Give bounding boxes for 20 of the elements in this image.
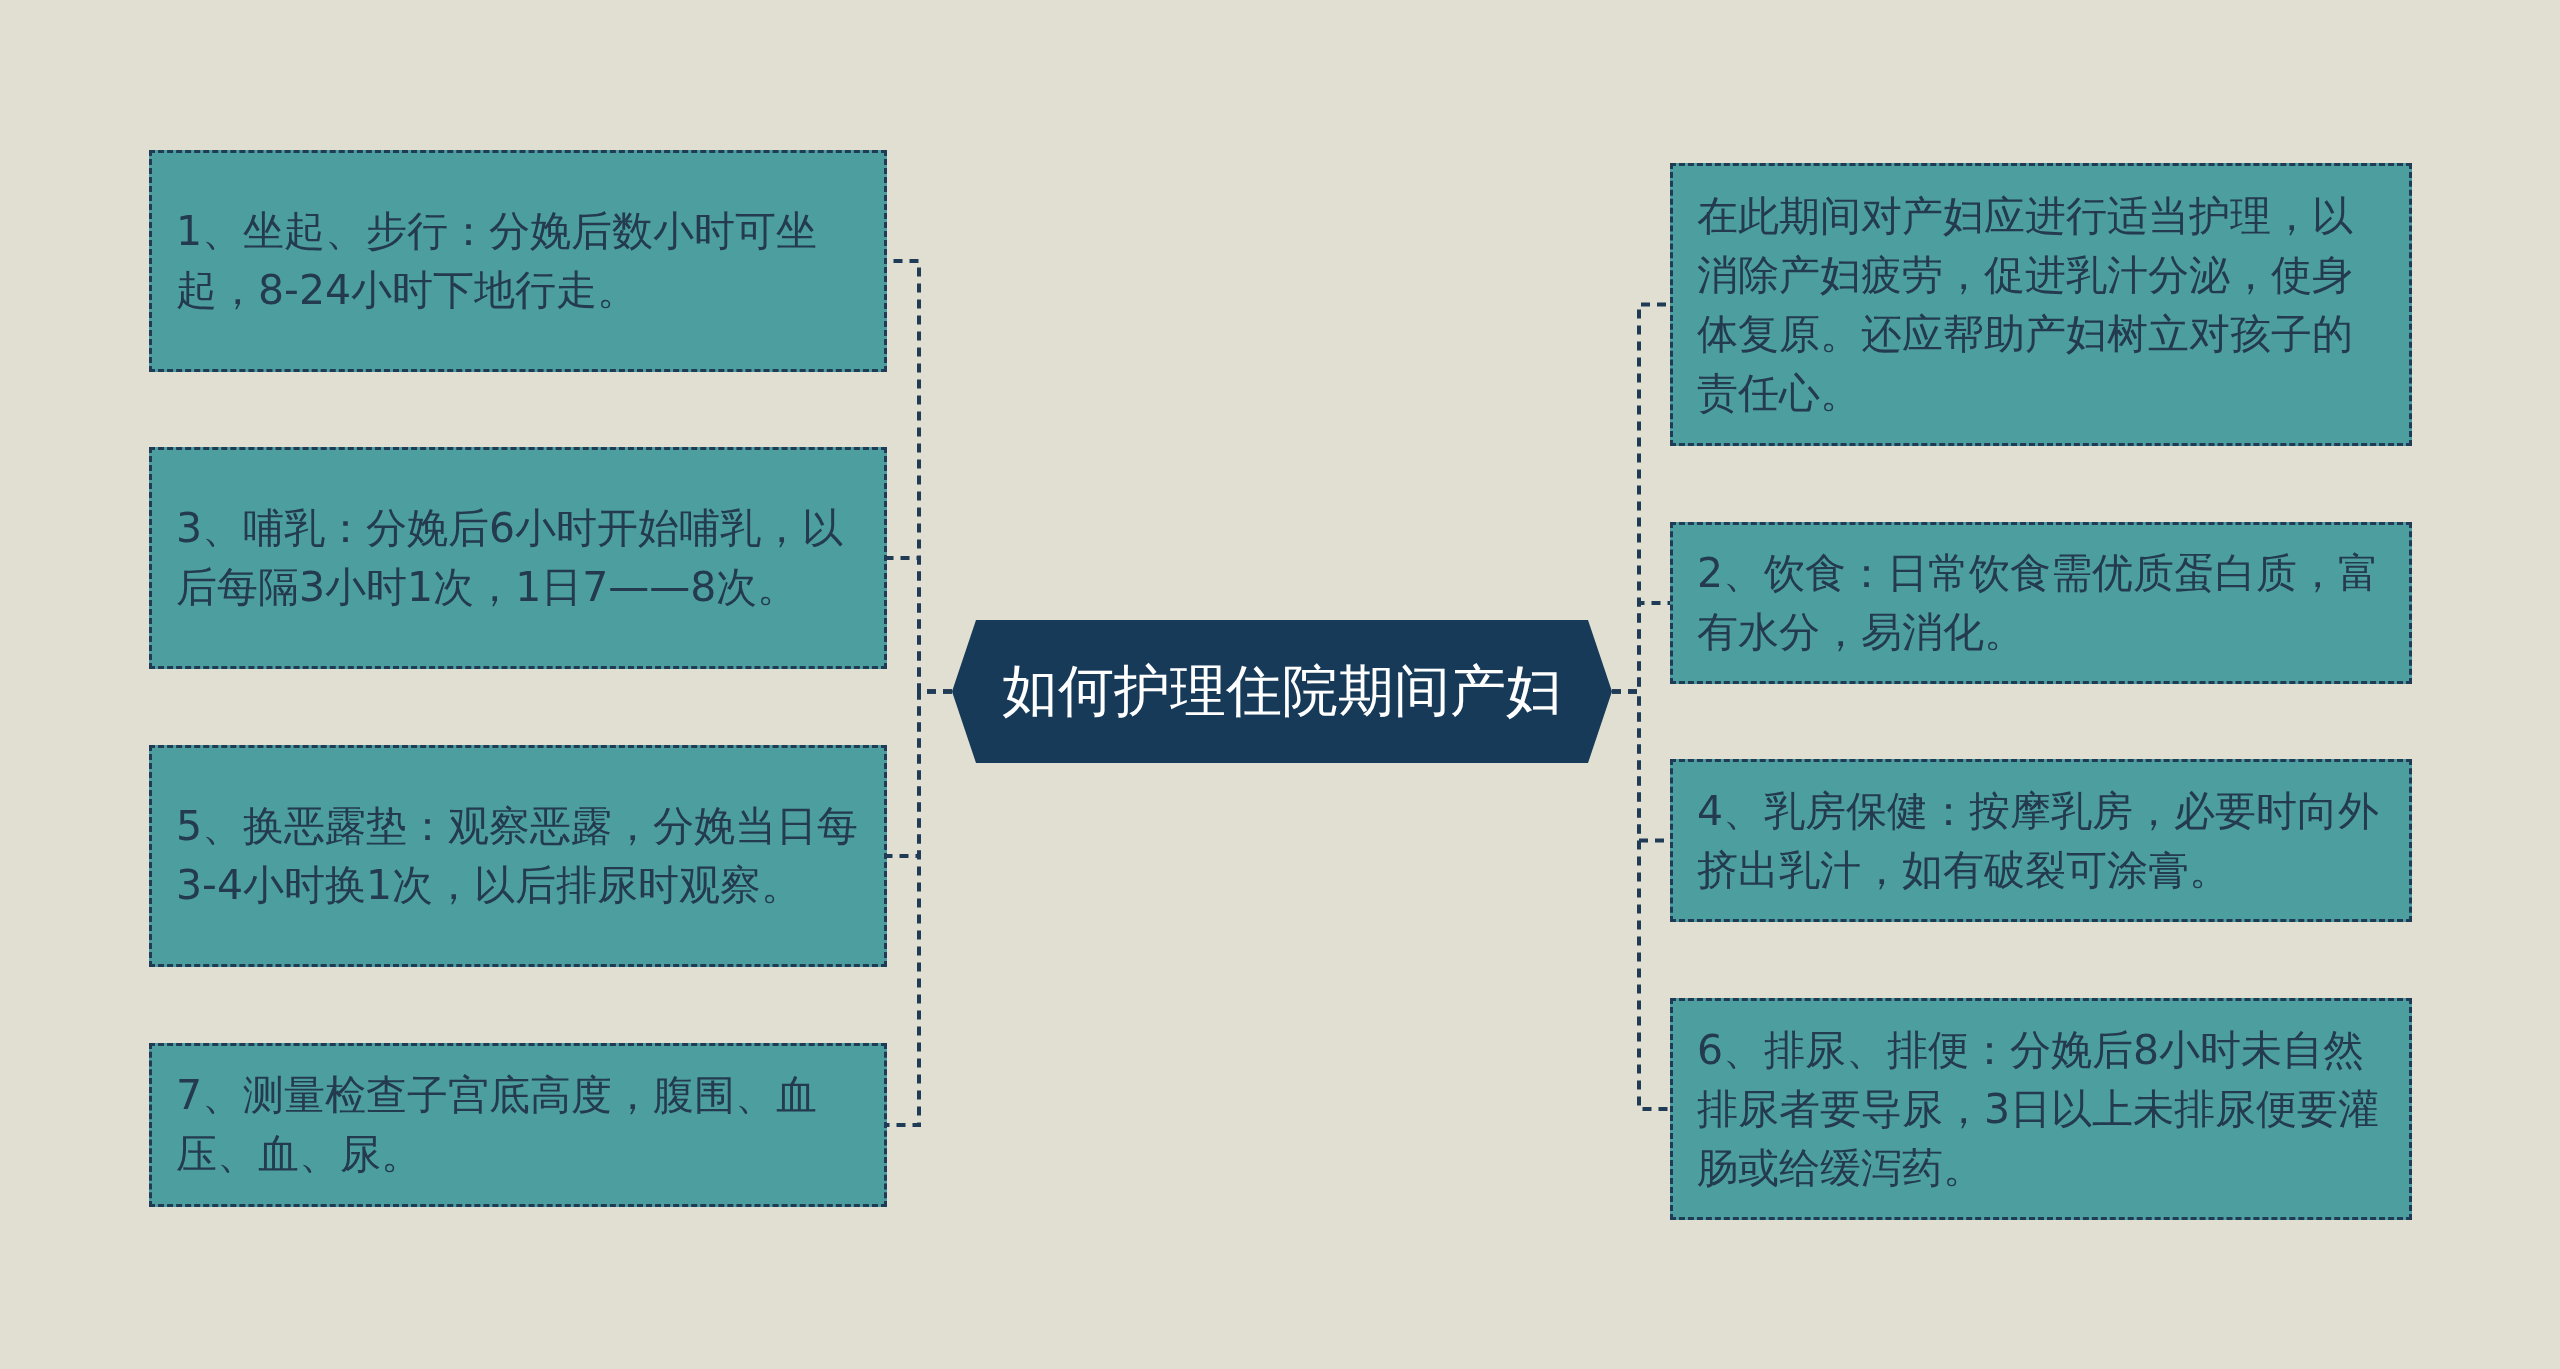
- topic-text: 4、乳房保健：按摩乳房，必要时向外挤出乳汁，如有破裂可涂膏。: [1697, 785, 2381, 896]
- topic-box: [149, 447, 887, 669]
- topic-text: 7、测量检查子宫底高度，腹围、血压、血、尿。: [176, 1070, 819, 1180]
- topic-box: [149, 745, 887, 967]
- title-hexagon: [952, 620, 1612, 763]
- topic-text: 6、排尿、排便：分娩后8小时未自然排尿者要导尿，3日以上未排尿便要灌肠或给缓泻药。: [1697, 1024, 2381, 1194]
- topic-box: [149, 150, 887, 372]
- title-text: 如何护理住院期间产妇: [1002, 656, 1562, 725]
- topic-box: [1670, 759, 2412, 922]
- connector-line: [1612, 689, 1670, 1111]
- topic-box: [1670, 998, 2412, 1220]
- topic-text: 2、饮食：日常饮食需优质蛋白质，富有水分，易消化。: [1697, 548, 2381, 658]
- topic-text: 1、坐起、步行：分娩后数小时可坐起，8-24小时下地行走。: [176, 206, 819, 316]
- topic-text: 3、哺乳：分娩后6小时开始哺乳，以后每隔3小时1次，1日7——8次。: [176, 503, 845, 613]
- topic-box: [149, 1043, 887, 1207]
- connector-line: [887, 689, 952, 1127]
- topic-text: 5、换恶露垫：观察恶露，分娩当日每3-4小时换1次，以后排尿时观察。: [176, 801, 860, 911]
- topic-text: 在此期间对产妇应进行适当护理，以消除产妇疲劳，促进乳汁分泌，使身体复原。还应帮助产妇树立对孩子的责任心。: [1697, 190, 2354, 419]
- topic-box: [1670, 163, 2412, 446]
- topic-box: [1670, 522, 2412, 684]
